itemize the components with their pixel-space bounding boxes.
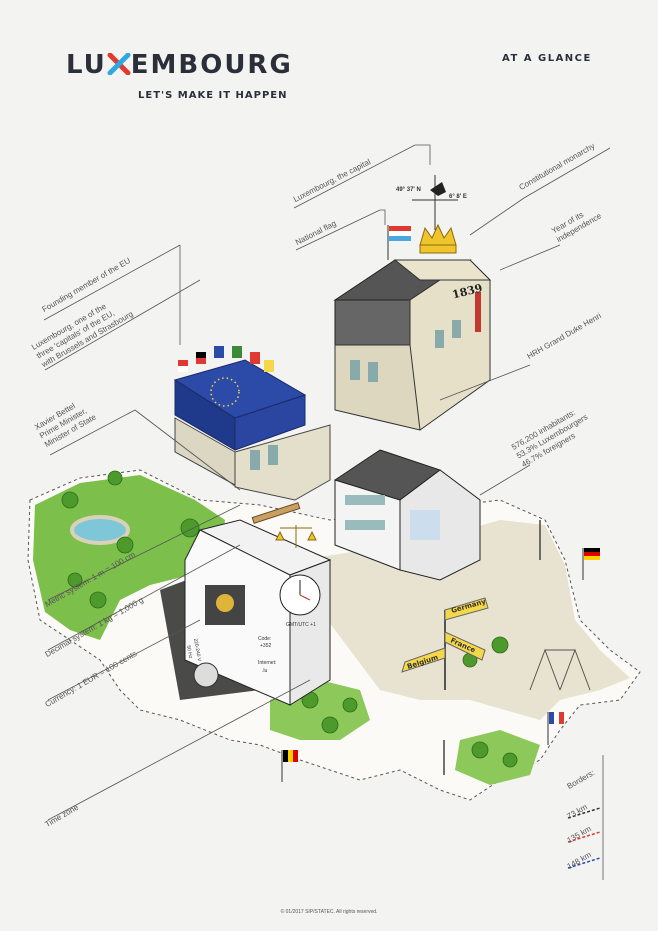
ruler-icon xyxy=(251,502,301,524)
flag-france xyxy=(547,712,564,745)
gmt-label: GMT/UTC +1 xyxy=(286,622,316,628)
coord-longitude: 6° 8' E xyxy=(449,194,467,200)
tagline: LET'S MAKE IT HAPPEN xyxy=(138,90,288,101)
logo-x-icon xyxy=(107,50,131,80)
eu-building xyxy=(173,359,331,501)
page-heading: AT A GLANCE xyxy=(502,53,592,64)
internet-value: .lu xyxy=(262,668,268,674)
pond xyxy=(70,515,130,545)
park-left xyxy=(33,475,225,640)
weathervane-icon xyxy=(412,175,458,230)
lampposts xyxy=(443,520,541,775)
phone-label: Code: xyxy=(258,636,272,642)
border-legend xyxy=(567,807,601,869)
copyright-footer: © 01/2017 SIP/STATEC. All rights reserve… xyxy=(280,909,378,915)
trees xyxy=(61,470,518,768)
flag-belgium xyxy=(281,750,298,782)
modern-building xyxy=(333,449,481,581)
logo-text-end: EMBOURG xyxy=(130,50,293,80)
leader-lines xyxy=(43,144,611,880)
swing-set xyxy=(529,648,591,691)
eu-flags xyxy=(178,346,274,372)
flag-germany xyxy=(582,548,600,580)
logo-text-start: LU xyxy=(66,50,107,80)
plaza xyxy=(300,520,630,720)
crown-icon xyxy=(419,223,457,254)
coord-latitude: 49° 37' N xyxy=(396,187,421,193)
luxembourg-logo: LU EMBOURG xyxy=(66,50,293,80)
info-block xyxy=(184,519,332,706)
grand-ducal-palace xyxy=(333,259,492,431)
internet-label: Internet: xyxy=(258,660,277,666)
phone-code: +352 xyxy=(260,643,272,649)
palace-flag xyxy=(387,225,411,260)
scales-icon xyxy=(275,525,317,548)
